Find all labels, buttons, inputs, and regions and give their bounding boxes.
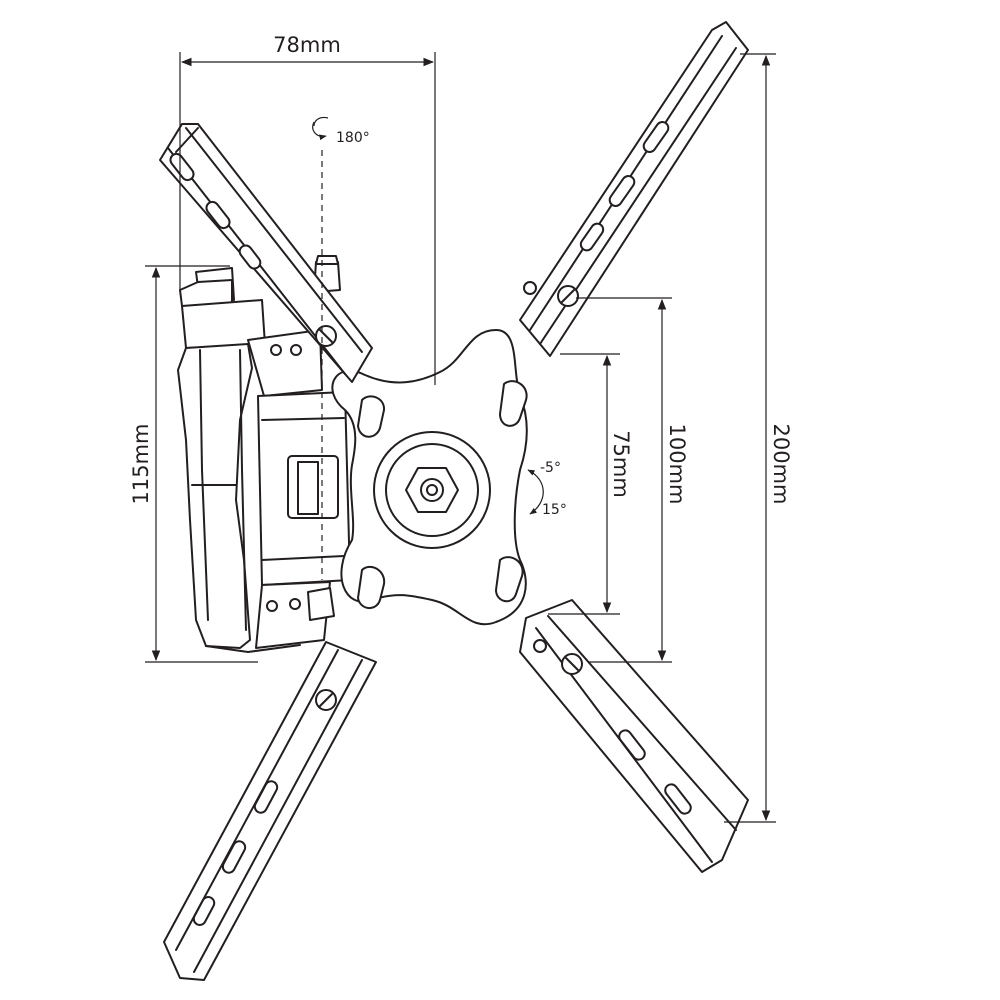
dimension-115mm-label: 115mm: [129, 424, 153, 505]
dimension-75mm-line: [548, 353, 620, 615]
dimension-115mm-line: [145, 265, 258, 663]
swivel-axis: [312, 116, 329, 580]
swivel-angle-label: 180°: [336, 130, 370, 146]
tilt-arc: [527, 469, 544, 515]
dimension-200mm-label: 200mm: [769, 424, 793, 505]
wall-plate: [177, 267, 301, 653]
rail-lower-right: [519, 599, 749, 873]
dimension-78mm-label: 78mm: [273, 33, 341, 57]
tilt-up-angle-label: -5°: [540, 460, 561, 476]
dimension-100mm-line: [576, 297, 672, 663]
rail-upper-right: [519, 21, 749, 357]
vesa-plate: [331, 329, 528, 626]
dimension-75mm-label: 75mm: [609, 430, 633, 498]
rail-upper-left: [159, 123, 373, 383]
tilt-down-angle-label: 15°: [542, 502, 567, 518]
dimension-78mm-line: [179, 52, 436, 385]
rail-lower-left: [163, 641, 377, 981]
dimension-100mm-label: 100mm: [665, 424, 689, 505]
arm-body: [247, 255, 351, 649]
dimension-200mm-line: [724, 53, 776, 823]
